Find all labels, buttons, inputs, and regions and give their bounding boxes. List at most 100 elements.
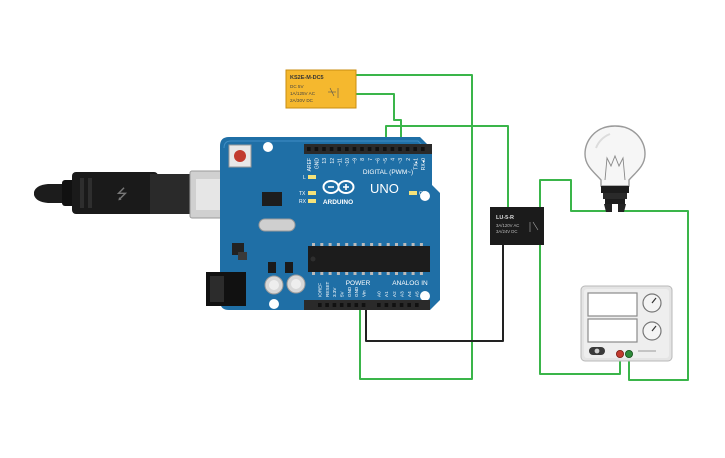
analog-pin-label: A4: [407, 291, 412, 297]
digital-pin-label: 8: [360, 158, 366, 161]
dc-power-jack[interactable]: [206, 272, 246, 306]
digital-pin-label: GND: [315, 158, 321, 170]
header-pin-hole[interactable]: [345, 147, 349, 151]
header-pin-hole[interactable]: [339, 303, 344, 307]
digital-pin-label: 13: [322, 158, 328, 164]
relay-lu5r[interactable]: LU-5-R 3A/120V AC 3A/24V DC: [490, 207, 544, 245]
led-on-label: ON: [419, 191, 427, 197]
header-pin-hole[interactable]: [399, 303, 404, 307]
negative-terminal[interactable]: [625, 349, 634, 358]
digital-pin-label: 4: [391, 158, 397, 161]
led-l-label: L: [303, 175, 306, 181]
header-pin-hole[interactable]: [352, 147, 357, 151]
analog-pin-label: A3: [399, 291, 404, 297]
power-pin-label: GND: [347, 286, 352, 297]
wire-relay-to-power[interactable]: [339, 74, 473, 380]
power-pin-label: GND: [354, 286, 359, 297]
header-pin-hole[interactable]: [405, 147, 410, 151]
relay-spec: DC 5V: [290, 84, 304, 89]
header-pin-hole[interactable]: [354, 303, 359, 307]
header-pin-hole[interactable]: [375, 147, 379, 151]
header-pin-hole[interactable]: [398, 147, 402, 151]
relay-spec: 2A/30V DC: [290, 98, 314, 103]
usb-cable[interactable]: ⭍: [34, 170, 237, 219]
digital-pin-label: ~9: [353, 158, 359, 164]
header-pin-hole[interactable]: [392, 303, 396, 307]
header-pin-hole[interactable]: [325, 303, 329, 307]
arduino-logo-icon: [322, 180, 355, 194]
power-label: POWER: [346, 280, 371, 287]
light-bulb[interactable]: [584, 125, 646, 212]
positive-terminal[interactable]: [616, 349, 625, 358]
digital-header-holes: [307, 147, 425, 151]
digital-pin-label: 7: [368, 158, 374, 161]
led-rx: [308, 199, 316, 203]
analog-pin-label: A2: [392, 291, 397, 297]
power-pin-label: RESET: [325, 281, 330, 297]
dc-power-supply[interactable]: [580, 285, 673, 362]
led-on: [409, 191, 417, 195]
model-label: UNO: [370, 181, 399, 196]
current-knob[interactable]: [642, 321, 662, 341]
wire-bulb-to-supply[interactable]: [623, 210, 689, 381]
power-pin-label: Vin: [361, 290, 366, 297]
header-pin-hole[interactable]: [314, 147, 319, 151]
header-pin-hole[interactable]: [347, 303, 351, 307]
header-pin-hole[interactable]: [383, 147, 387, 151]
analog-label: ANALOG IN: [392, 280, 428, 287]
wire-gnd-to-large-relay[interactable]: [365, 243, 504, 342]
digital-pin-label: ~11: [337, 158, 343, 166]
header-pin-hole[interactable]: [377, 303, 381, 307]
header-pin-hole[interactable]: [367, 147, 372, 151]
header-pin-hole[interactable]: [329, 147, 334, 151]
header-pin-hole[interactable]: [360, 147, 364, 151]
header-pin-hole[interactable]: [390, 147, 395, 151]
digital-pin-label: ~3: [398, 158, 404, 164]
mounting-hole: [263, 142, 273, 152]
header-pin-hole[interactable]: [421, 147, 425, 151]
power-analog-header[interactable]: [304, 300, 430, 310]
header-pin-hole[interactable]: [318, 303, 322, 307]
digital-pin-label: RX◂0: [421, 158, 427, 170]
led-tx-label: TX: [299, 191, 306, 197]
voltage-display: [587, 292, 638, 317]
header-pin-hole[interactable]: [415, 303, 419, 307]
header-pin-hole[interactable]: [361, 303, 366, 307]
led-tx: [308, 191, 316, 195]
header-pin-hole[interactable]: [322, 147, 326, 151]
digital-pin-label: AREF: [307, 158, 313, 171]
header-pin-hole[interactable]: [307, 147, 311, 151]
digital-label: DIGITAL (PWM~): [363, 169, 413, 176]
atmega-chip: [308, 243, 430, 275]
digital-pin-label: ~10: [345, 158, 351, 167]
regulator-tab: [238, 252, 247, 260]
header-pin-hole[interactable]: [384, 303, 389, 307]
small-component: [285, 262, 293, 273]
wire-relay-to-pin5[interactable]: [341, 93, 402, 151]
capacitor: [286, 274, 306, 294]
header-pin-hole[interactable]: [407, 303, 411, 307]
capacitor: [264, 275, 284, 295]
header-pin-hole[interactable]: [332, 303, 337, 307]
header-pin-hole[interactable]: [413, 147, 417, 151]
small-component: [268, 262, 276, 273]
wire-large-relay-to-bulb[interactable]: [539, 179, 607, 218]
header-pin-hole[interactable]: [337, 147, 341, 151]
power-pin-label: IOREF: [318, 283, 323, 297]
led-rx-label: RX: [299, 199, 307, 205]
reset-button[interactable]: [228, 144, 252, 168]
digital-pin-label: TX▸1: [413, 158, 419, 170]
relay-schematic-icon: [529, 221, 539, 232]
voltage-knob[interactable]: [642, 293, 662, 313]
mounting-hole: [420, 191, 430, 201]
mounting-hole: [420, 291, 430, 301]
digital-pin-label: 12: [330, 158, 336, 164]
relay-ks2e[interactable]: KS2E-M-DC5 DC 5V 1A/125V AC 2A/30V DC: [285, 69, 357, 109]
digital-pin-label: 2: [406, 158, 412, 161]
power-pin-label: 5V: [340, 290, 345, 297]
digital-pin-label: ~6: [375, 158, 381, 164]
